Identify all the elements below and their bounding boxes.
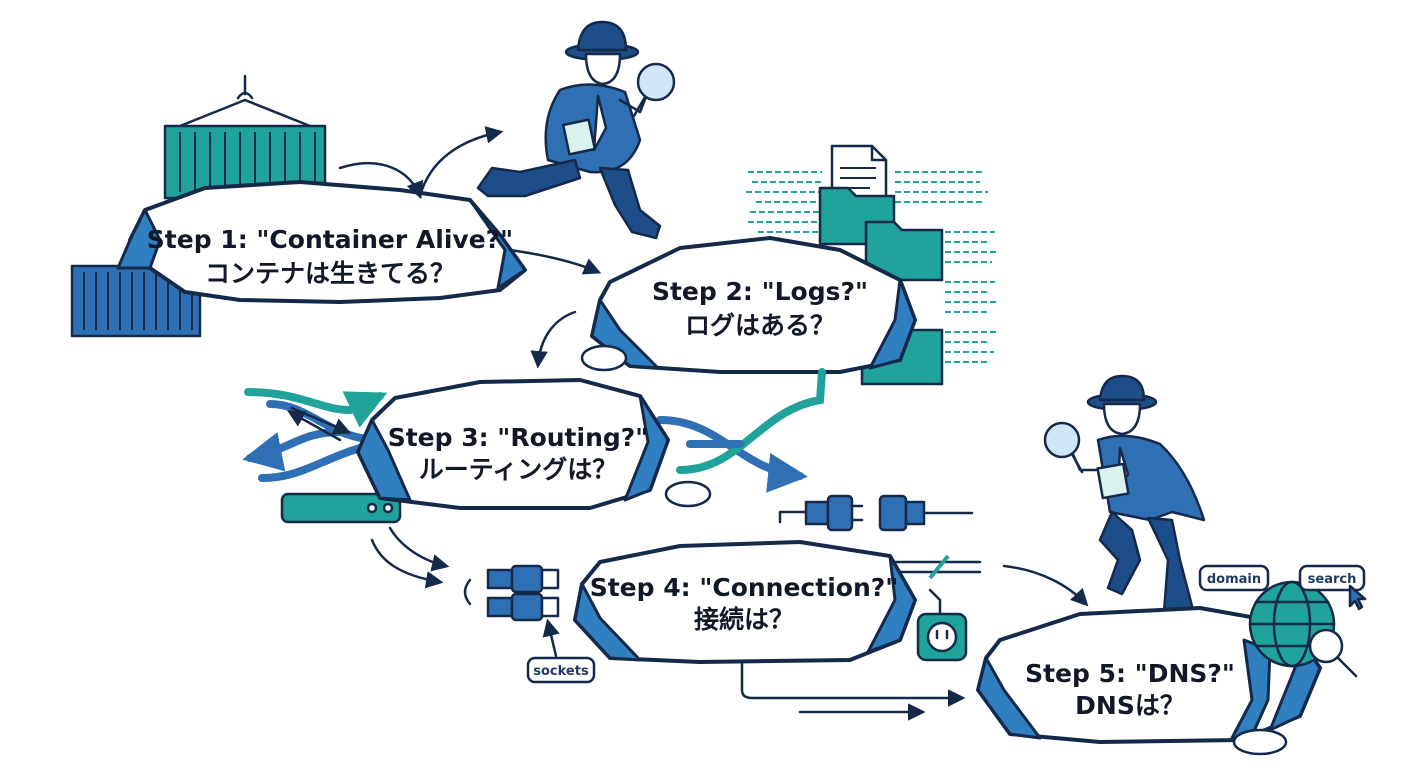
flow-arrow — [338, 162, 424, 200]
domain-label: domain — [1207, 572, 1261, 587]
sockets-label: sockets — [533, 664, 589, 679]
flow-arrow — [740, 660, 966, 707]
step-5-title: Step 5: "DNS?" — [1025, 659, 1235, 688]
step-2-rock: Step 2: "Logs?" ログはある？ — [580, 236, 917, 374]
step-5-rock: Step 5: "DNS?" DNSは？ — [976, 606, 1322, 756]
step-1-subtitle: コンテナは生きてる？ — [205, 259, 455, 288]
step-3-title: Step 3: "Routing?" — [388, 423, 649, 452]
magnifying-glass-icon — [632, 62, 676, 118]
cable-lines — [884, 560, 982, 574]
flow-arrow — [370, 538, 444, 589]
step-3-subtitle: ルーティングは？ — [419, 455, 618, 484]
flow-arrow — [388, 526, 450, 572]
step-2-subtitle: ログはある？ — [685, 311, 835, 340]
log-lines-decoration — [746, 171, 998, 363]
search-label: search — [1308, 572, 1357, 587]
plug-icon — [778, 494, 864, 532]
step-4-rock: Step 4: "Connection?" 接続は？ — [573, 540, 917, 664]
shipping-container-icon — [163, 74, 327, 200]
domain-tag: domain — [1198, 564, 1270, 592]
cursor-icon — [1348, 584, 1367, 611]
flow-arrow — [418, 126, 504, 198]
routing-arrows-decoration — [242, 368, 826, 493]
magnifying-glass-icon — [1043, 421, 1084, 474]
plug-icon — [463, 564, 560, 606]
flow-arrow — [508, 248, 602, 275]
step-5-subtitle: DNSは？ — [1075, 691, 1185, 720]
plug-icon — [878, 494, 974, 532]
sockets-tag: sockets — [526, 618, 596, 684]
step-1-rock: Step 1: "Container Alive?" コンテナは生きてる？ — [116, 180, 527, 304]
plug-icon — [486, 592, 560, 622]
detective-icon — [476, 20, 676, 240]
step-4-subtitle: 接続は？ — [694, 605, 794, 634]
cable-cut-icon — [928, 554, 950, 580]
flow-arrow — [286, 410, 342, 442]
power-socket-icon — [916, 588, 968, 662]
step-2-title: Step 2: "Logs?" — [652, 277, 868, 306]
step-1-title: Step 1: "Container Alive?" — [147, 225, 513, 254]
detective-icon — [1043, 374, 1206, 620]
search-tag: search — [1298, 564, 1366, 592]
step-4-title: Step 4: "Connection?" — [590, 573, 899, 602]
flow-arrow — [1002, 564, 1089, 607]
flow-arrow — [530, 310, 577, 369]
router-icon — [280, 492, 402, 524]
magnifying-glass-icon — [1308, 628, 1358, 678]
step-3-rock: Step 3: "Routing?" ルーティングは？ — [356, 378, 712, 510]
